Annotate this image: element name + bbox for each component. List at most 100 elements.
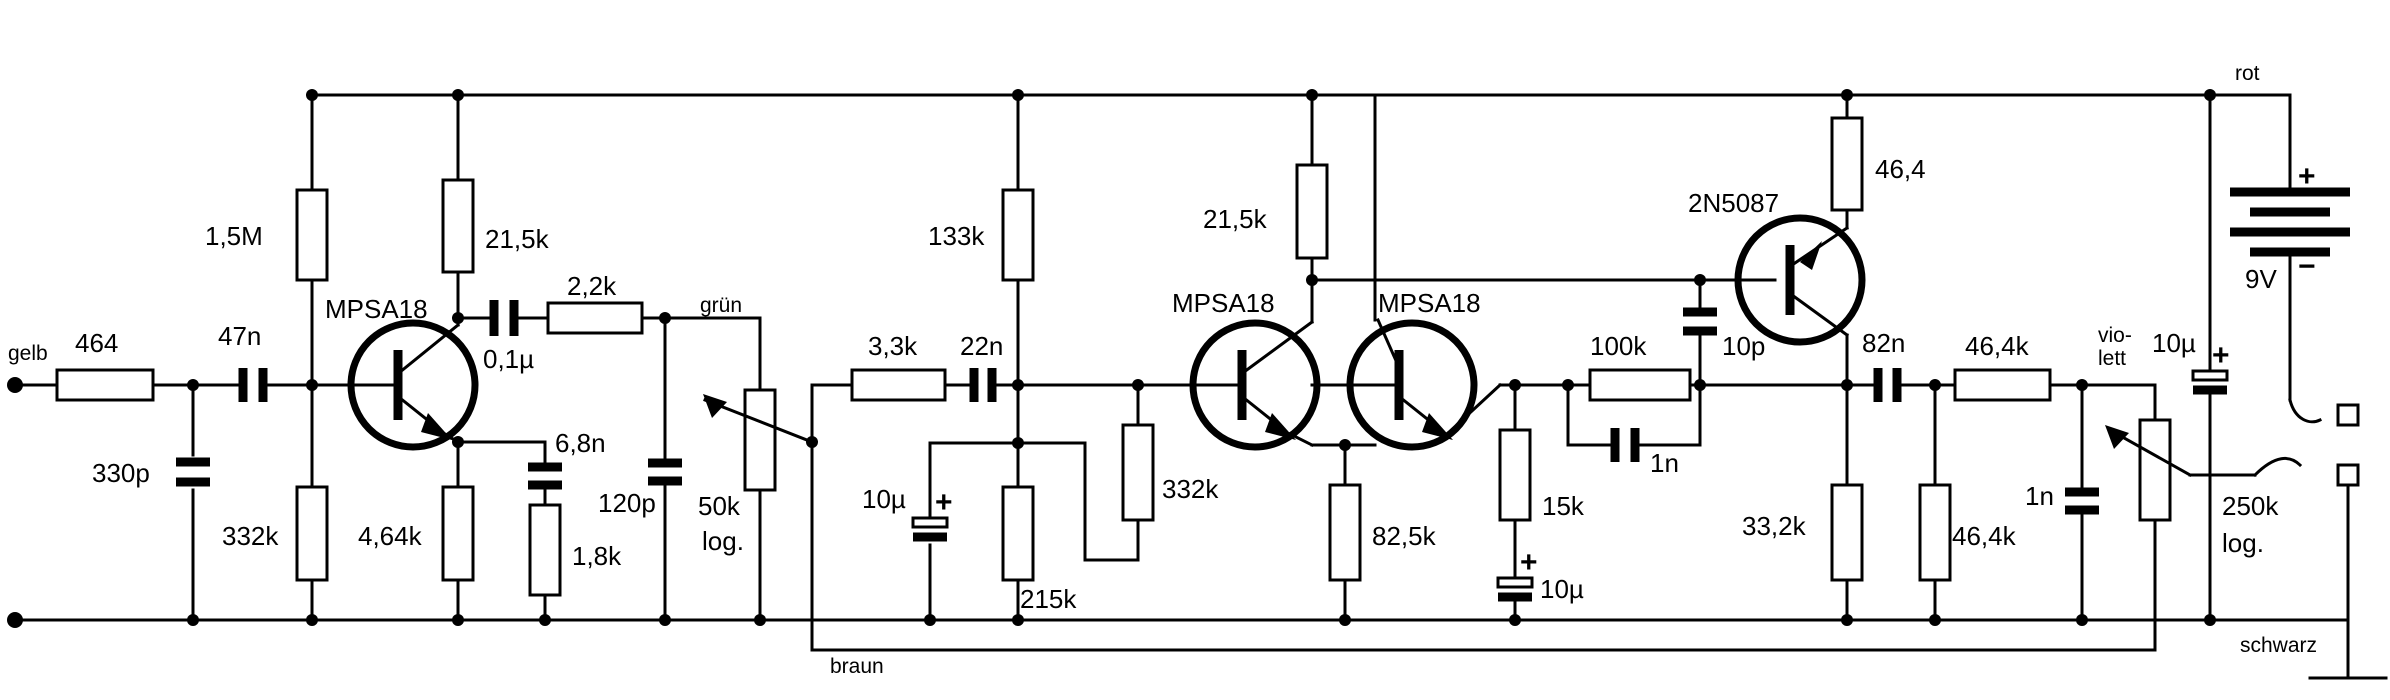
label-r-215k: 215k [1020,584,1077,614]
resistor-2k2 [546,301,644,335]
ground-terminal-left[interactable] [7,612,23,628]
label-c-10u-b: 10µ [1540,574,1584,604]
resistor-15k [1498,428,1532,522]
capacitor-10p [1683,307,1717,336]
label-r-4k64: 4,64k [358,521,423,551]
wire-label-violett-1: vio- [2098,324,2132,347]
label-battery-minus: − [2298,250,2316,283]
label-p1-value: 50k [698,491,741,521]
resistor-332k-b [1121,423,1155,522]
capacitor-10u-c [2191,369,2229,395]
potentiometer-250k[interactable] [2105,418,2193,522]
battery-9v [2230,187,2350,257]
label-r-46r4: 46,4 [1875,154,1926,184]
capacitor-22n [969,368,997,402]
jack-terminal-output[interactable] [2336,403,2360,427]
ground-rail [13,483,2388,680]
label-r-21k5-a: 21,5k [485,224,550,254]
capacitor-6n8 [528,462,562,490]
darlington-wiring [1310,93,1702,622]
junctions [187,89,2216,626]
label-c-6n8: 6,8n [555,428,606,458]
label-c-10p: 10p [1722,331,1765,361]
label-r-332k-b: 332k [1162,474,1219,504]
label-r-2k2: 2,2k [567,271,617,301]
label-r-1k8: 1,8k [572,541,622,571]
label-r-82k5: 82,5k [1372,521,1437,551]
label-r-3k3: 3,3k [868,331,918,361]
transistor-q3 [1310,318,1503,451]
capacitor-120p [648,458,682,486]
label-r-15k: 15k [1542,491,1585,521]
label-q2: MPSA18 [1172,288,1275,318]
label-c-330p: 330p [92,458,150,488]
resistor-100k [1588,368,1692,402]
label-polarity-plus-a: + [935,486,953,519]
capacitor-10u-b [1496,576,1534,602]
input-terminal[interactable] [7,377,23,393]
resistor-332k-a [295,485,329,582]
capacitor-330p [176,457,210,487]
capacitor-0u1 [489,300,519,336]
label-r-21k5-b: 21,5k [1203,204,1268,234]
label-p1-taper: log. [702,526,744,556]
resistor-46k4-a [1953,368,2052,402]
label-c-82n: 82n [1862,328,1905,358]
resistor-46k4-b [1918,483,1952,582]
label-c-10u-a: 10µ [862,484,906,514]
label-r-46k4-a: 46,4k [1965,331,2030,361]
resistor-464 [55,368,155,402]
wire-label-gruen: grün [700,294,742,317]
label-r-1m5: 1,5M [205,221,263,251]
capacitor-82n [1873,368,1902,402]
label-q3: MPSA18 [1378,288,1481,318]
label-r-332k-a: 332k [222,521,279,551]
label-c-10u-c: 10µ [2152,328,2196,358]
label-c-22n: 22n [960,331,1003,361]
potentiometer-50k[interactable] [703,388,814,492]
label-p2-value: 250k [2222,491,2279,521]
wire-label-schwarz: schwarz [2240,634,2317,657]
jack-terminal-switch[interactable] [2336,463,2360,487]
resistor-215k [1001,485,1035,582]
label-c-47n: 47n [218,321,261,351]
label-battery-plus: + [2298,160,2316,193]
resistor-46r4 [1830,116,1864,212]
capacitor-1n-b [2065,487,2099,515]
resistor-82k5 [1328,483,1362,582]
capacitor-1n-a [1610,428,1640,462]
resistor-1k8 [528,503,562,597]
stage3-wiring [1566,93,2323,652]
wire-label-braun: braun [830,655,884,678]
label-p2-taper: log. [2222,528,2264,558]
resistor-1m5 [295,188,329,282]
capacitor-10u-a [911,516,949,542]
resistor-21k5-b [1295,163,1329,260]
label-c-1n-a: 1n [1650,448,1679,478]
label-polarity-plus-c: + [2212,339,2230,372]
transistor-q4 [1734,214,1866,346]
resistor-33k2 [1830,483,1864,582]
label-r-46k4-b: 46,4k [1952,521,2017,551]
resistor-21k5-a [441,178,475,274]
label-c-120p: 120p [598,488,656,518]
resistor-4k64 [441,485,475,582]
label-q1: MPSA18 [325,294,428,324]
resistor-133k [1001,188,1035,282]
transistor-q2 [1189,319,1321,451]
label-c-1n-b: 1n [2025,481,2054,511]
label-r-133k: 133k [928,221,985,251]
label-r-100k: 100k [1590,331,1647,361]
transistor-q1 [347,308,479,451]
label-battery-voltage: 9V [2245,264,2277,294]
stage2-wiring [810,93,2157,652]
resistor-3k3 [850,368,947,402]
wire-label-rot: rot [2235,62,2260,85]
wire-label-violett-2: lett [2098,347,2126,370]
label-r-33k2: 33,2k [1742,511,1807,541]
supply-rail [310,93,2292,192]
wire-label-gelb: gelb [8,342,48,365]
capacitor-47n [238,368,268,402]
label-q4: 2N5087 [1688,188,1779,218]
